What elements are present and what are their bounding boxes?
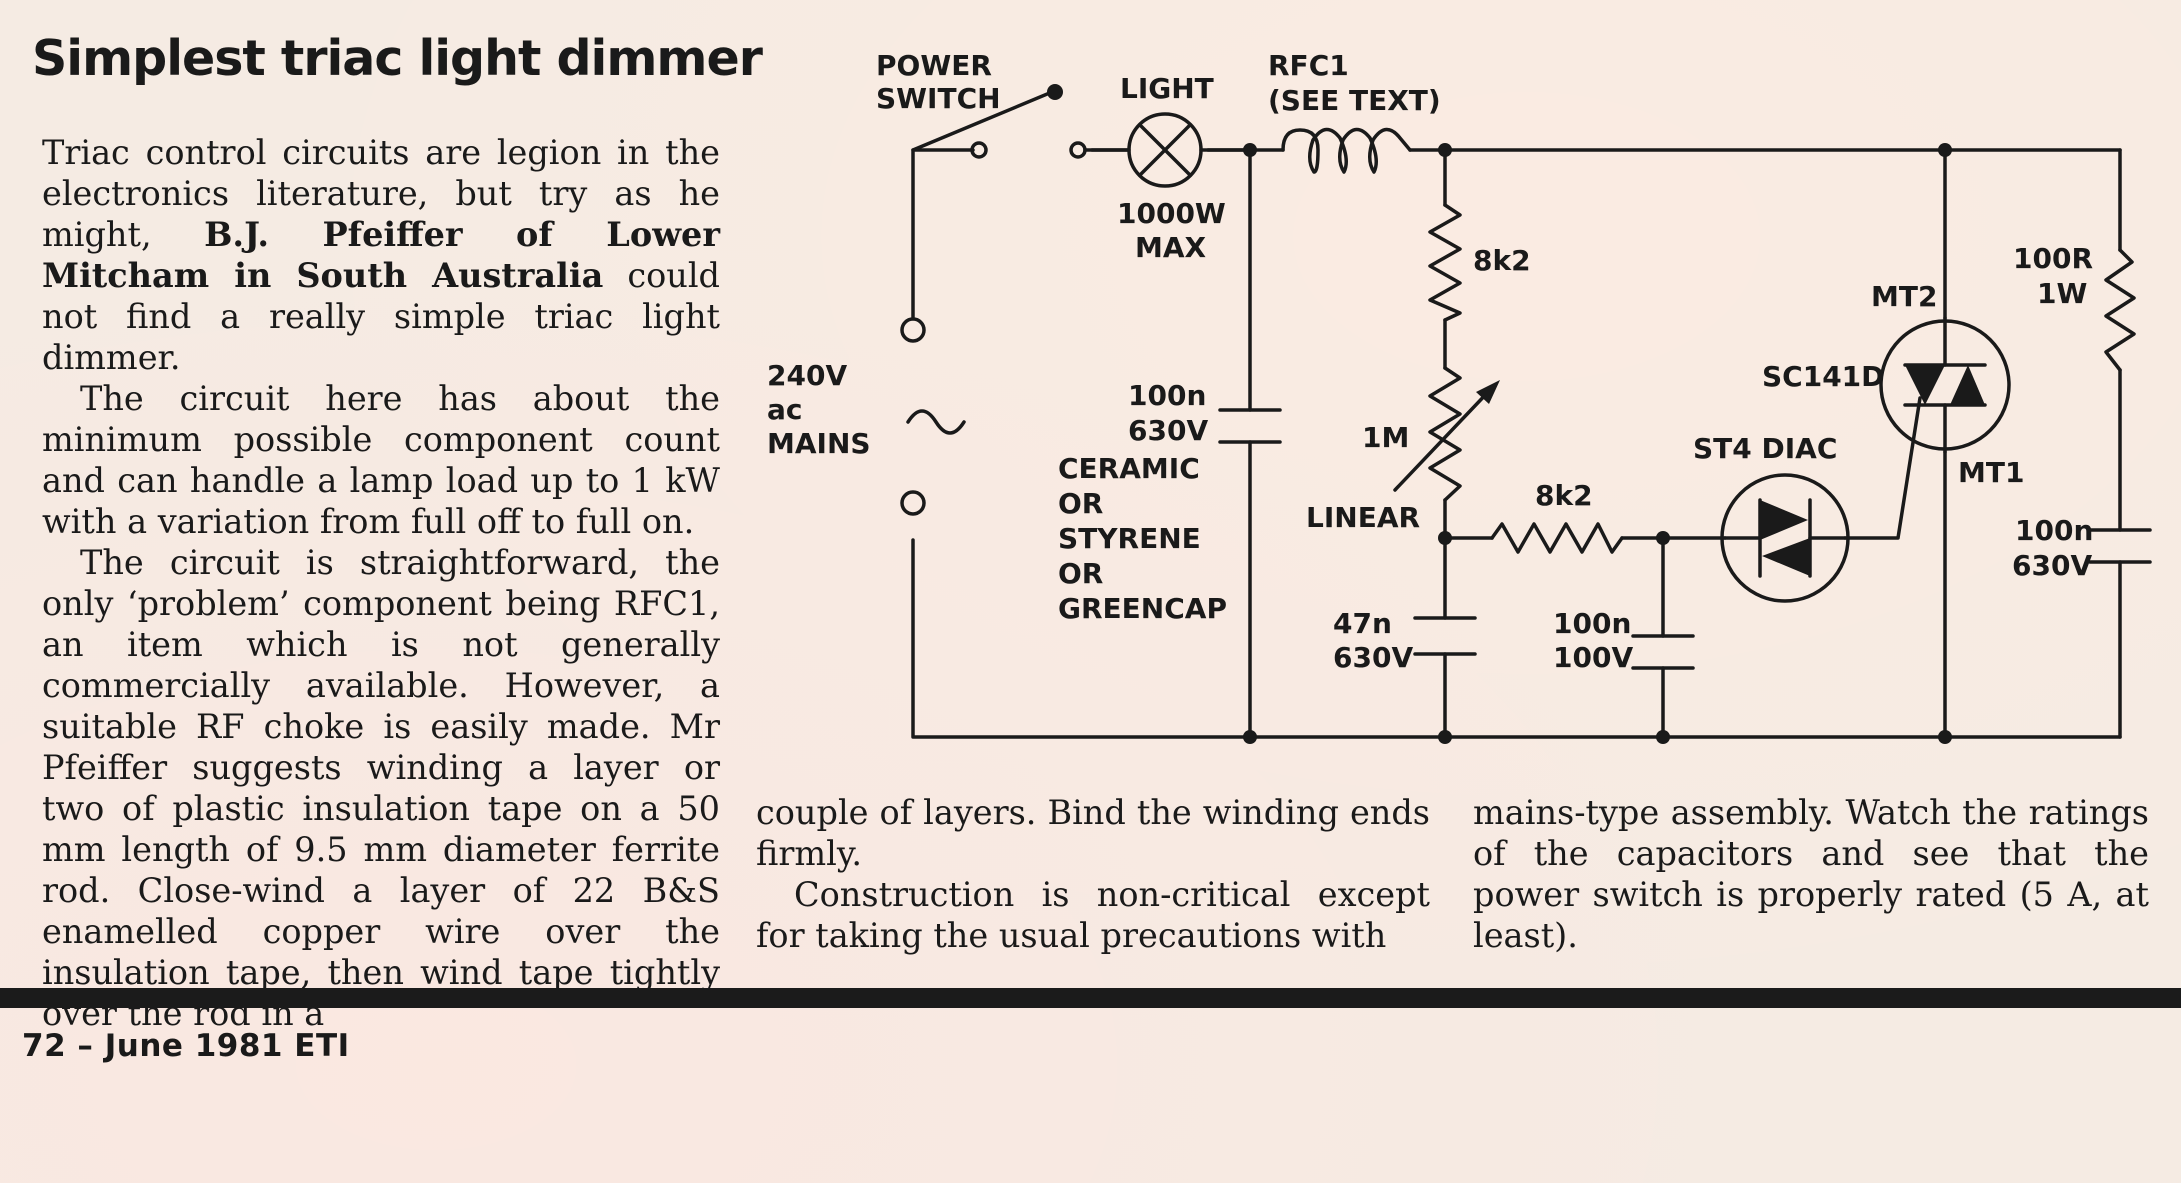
resistor-100r-icon: [2104, 248, 2136, 372]
paragraph-intro: Triac control circuits are legion in the…: [42, 132, 720, 378]
capacitor-47n-icon: [1413, 616, 1477, 656]
paragraph-construction: Construction is non-critical except for …: [756, 875, 1430, 955]
cap-47n-voltage: 630V: [1333, 641, 1413, 674]
pot-adjust-arrow-icon: [1393, 380, 1500, 492]
cap-type-5: GREENCAP: [1058, 592, 1227, 625]
paragraph-capability: The circuit here has about the minimum p…: [42, 379, 720, 541]
mt1-label: MT1: [1958, 456, 2024, 489]
intro-text-end: could not find a really simple triac lig…: [42, 256, 720, 377]
pot-type-label: LINEAR: [1306, 501, 1420, 534]
lamp-icon: [1127, 112, 1203, 188]
paragraph-ratings: mains-type assembly. Watch the ratings o…: [1473, 793, 2149, 955]
capacitor-main-icon: [1218, 408, 1282, 444]
footer-rule: [0, 988, 2181, 1008]
article-column-1: Triac control circuits are legion in the…: [42, 132, 720, 1034]
cap-main-value: 100n: [1128, 379, 1206, 412]
schematic-wires: [911, 148, 2122, 739]
resistor-8k2-top-icon: [1428, 203, 1462, 322]
intro-text-start: Triac control circuits are legion in the…: [42, 133, 720, 254]
mains-label: MAINS: [767, 427, 871, 460]
paragraph-winding-end: couple of layers. Bind the winding ends …: [756, 793, 1430, 873]
r-snubber-value: 100R: [2013, 242, 2093, 275]
diac-label: ST4 DIAC: [1693, 432, 1837, 465]
article-title: Simplest triac light dimmer: [32, 30, 763, 87]
page-footer: 72 – June 1981 ETI: [22, 1028, 350, 1064]
article-column-2: couple of layers. Bind the winding ends …: [756, 792, 1430, 956]
cap-type-3: STYRENE: [1058, 522, 1201, 555]
cap-100n-voltage: 100V: [1553, 641, 1633, 674]
power-switch-symbol[interactable]: [911, 84, 1087, 159]
article-column-3: mains-type assembly. Watch the ratings o…: [1473, 792, 2149, 956]
r-top-label: 8k2: [1473, 244, 1531, 277]
light-label: LIGHT: [1120, 72, 1214, 105]
rfc1-label-2: (SEE TEXT): [1268, 84, 1441, 117]
power-switch-label-1: POWER: [876, 49, 992, 82]
cap-type-1: CERAMIC: [1058, 452, 1200, 485]
mains-terminals: [900, 317, 966, 516]
power-switch-label-2: SWITCH: [876, 82, 1001, 115]
rf-choke-icon: [1281, 127, 1412, 174]
cap-main-voltage: 630V: [1128, 414, 1208, 447]
cap-47n-value: 47n: [1333, 607, 1392, 640]
cap-type-4: OR: [1058, 557, 1103, 590]
mains-ac-label: ac: [767, 393, 803, 426]
light-rating-1: 1000W: [1117, 197, 1226, 230]
resistor-8k2-series-icon: [1490, 522, 1624, 554]
cap-100n-value: 100n: [1553, 607, 1631, 640]
mt2-label: MT2: [1871, 280, 1937, 313]
junction-dots: [1243, 143, 1952, 744]
triac-part-label: SC141D: [1762, 360, 1884, 393]
author-credit: B.J. Pfeiffer of Lower Mitcham in South …: [42, 215, 721, 295]
mains-voltage-label: 240V: [767, 359, 847, 392]
r-snubber-power: 1W: [2037, 277, 2087, 310]
diac-icon: [1720, 473, 1850, 603]
cap-snubber-voltage: 630V: [2012, 549, 2092, 582]
potentiometer-1m-icon: [1428, 366, 1462, 502]
pot-value-label: 1M: [1362, 421, 1409, 454]
triac-icon: [1879, 316, 2011, 454]
paragraph-rfc1: The circuit is straightforward, the only…: [42, 543, 720, 1033]
light-rating-2: MAX: [1135, 231, 1207, 264]
cap-type-2: OR: [1058, 487, 1103, 520]
capacitor-100n-100v-icon: [1631, 634, 1695, 670]
capacitor-snubber-icon: [2088, 528, 2152, 564]
rfc1-label-1: RFC1: [1268, 49, 1349, 82]
r-series-label: 8k2: [1535, 479, 1593, 512]
ac-source-icon: [906, 409, 966, 435]
cap-snubber-value: 100n: [2015, 514, 2093, 547]
